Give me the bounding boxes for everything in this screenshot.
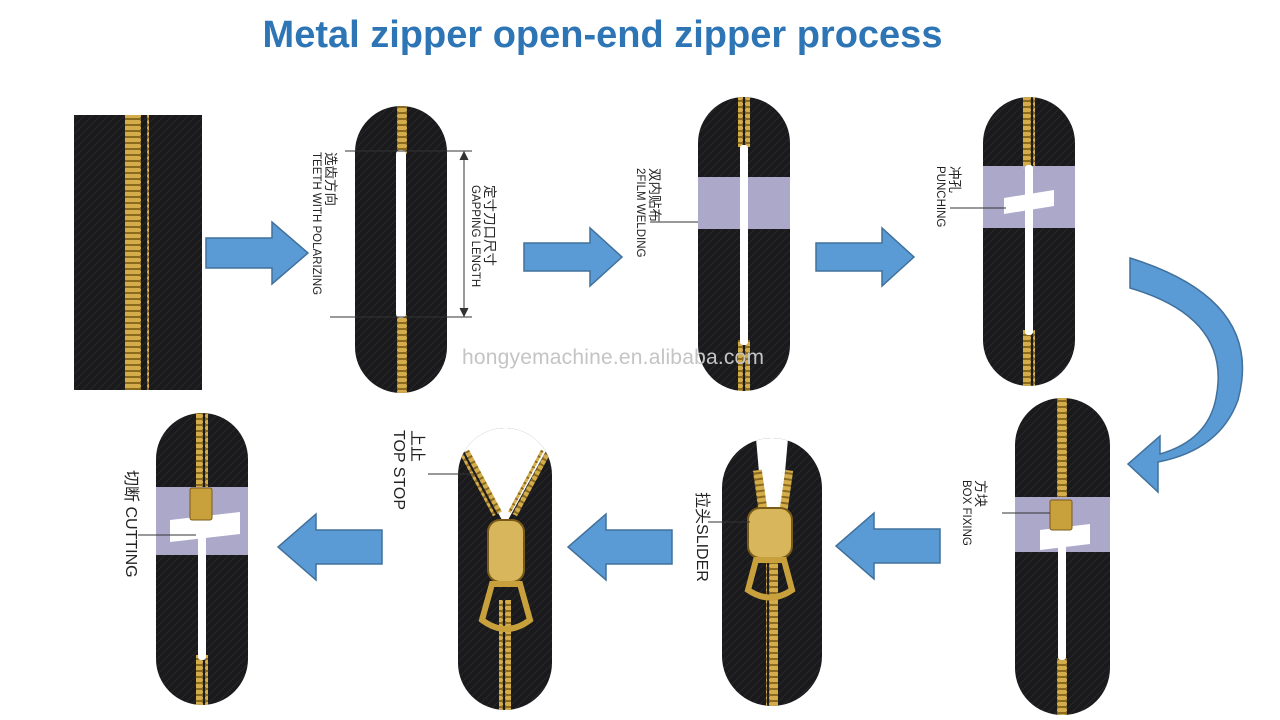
label-polarizing-en: TEETH WITH POLARIZING: [310, 152, 323, 296]
slider-icon: [744, 507, 796, 601]
label-topstop: 上止 TOP STOP: [388, 430, 425, 510]
label-gapping-zh: 定寸刀口尺寸: [482, 185, 497, 266]
label-cutting-zh: 切断: [122, 470, 139, 503]
label-punching-en: PUNCHING: [934, 166, 947, 228]
arrow-left-icon: [276, 512, 383, 582]
label-cutting-en: CUTTING: [122, 506, 139, 578]
label-topstop-zh: 上止: [408, 430, 425, 463]
label-gapping: 定寸刀口尺寸 GAPPING LENGTH: [468, 185, 497, 287]
label-polarizing: 选齿方向 TEETH WITH POLARIZING: [309, 152, 338, 295]
arrow-right-icon: [523, 226, 624, 288]
label-film-zh: 双内贴布: [647, 168, 662, 222]
label-slider: 拉头SLIDER: [692, 492, 710, 582]
label-punching: 冲孔 PUNCHING: [933, 166, 962, 227]
label-slider-zh: 拉头: [693, 492, 710, 525]
label-polarizing-zh: 选齿方向: [323, 152, 338, 206]
zipper-step-6: [722, 438, 822, 706]
label-slider-en: SLIDER: [693, 524, 710, 582]
arrow-left-icon: [566, 512, 673, 582]
gapping-dimension-icon: [330, 150, 472, 318]
label-film-en: 2FILM WELDING: [634, 168, 647, 258]
label-box-zh: 方块: [973, 480, 988, 507]
arrow-right-icon: [205, 220, 310, 286]
label-gapping-en: GAPPING LENGTH: [469, 185, 482, 288]
zipper-step-4: [983, 97, 1075, 386]
slider-with-top-stop-icon: [478, 519, 534, 632]
arrow-left-icon: [834, 511, 941, 581]
label-topstop-en: TOP STOP: [389, 430, 407, 511]
diagram-title: Metal zipper open-end zipper process: [262, 14, 943, 56]
watermark: hongyemachine.en.alibaba.com: [462, 346, 765, 369]
arrow-right-icon: [815, 226, 916, 288]
label-film: 双内贴布 2FILM WELDING: [633, 168, 662, 257]
zipper-step-5: [1015, 398, 1110, 715]
zipper-step-8: [156, 413, 248, 705]
zipper-step-3: [698, 97, 790, 391]
zipper-step-1: [74, 115, 202, 390]
label-punching-zh: 冲孔: [947, 166, 962, 193]
zipper-step-2: [355, 106, 447, 393]
label-box: 方块 BOX FIXING: [959, 480, 988, 546]
label-cutting: 切断 CUTTING: [121, 470, 139, 578]
curved-arrow-down-icon: [1126, 256, 1244, 494]
label-box-en: BOX FIXING: [960, 480, 973, 546]
